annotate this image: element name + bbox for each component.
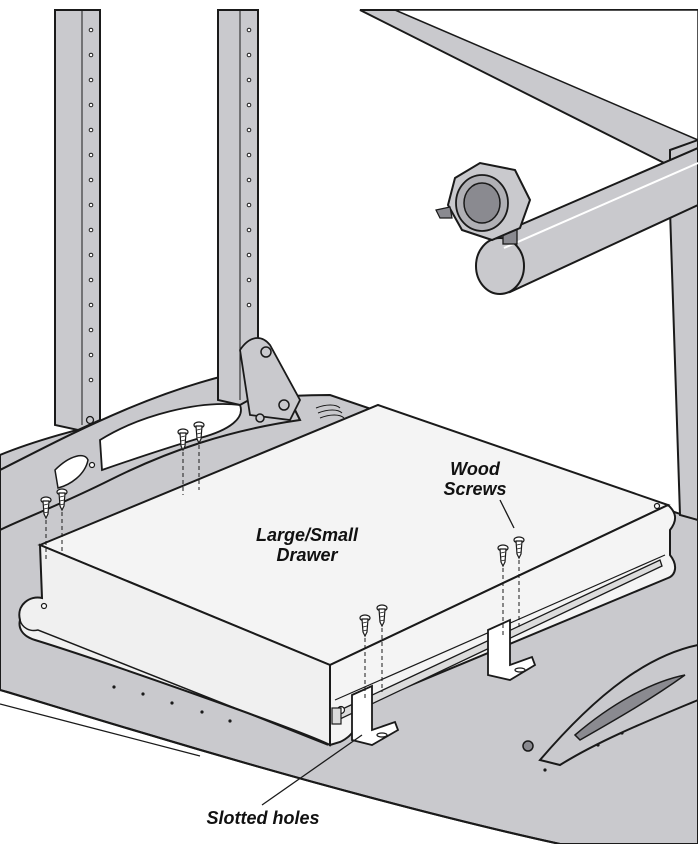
left-post xyxy=(54,9,101,432)
drawer-hole-left xyxy=(40,602,48,610)
upper-right-frame-inner xyxy=(394,9,698,141)
slotted-bracket-2 xyxy=(487,618,537,681)
base-front-edge xyxy=(0,689,561,844)
base-right-slot xyxy=(573,674,686,741)
tube-bar-end xyxy=(475,237,525,295)
middle-post-holes xyxy=(246,27,252,308)
gusset-bolt-3 xyxy=(255,413,265,423)
left-post-bolt xyxy=(85,415,95,425)
drawer-label-line1: Large/Small xyxy=(255,525,359,545)
drawer-latch xyxy=(331,707,342,725)
screw-guide-lines xyxy=(364,560,520,700)
drawer-hole-back xyxy=(653,502,661,510)
rear-screw-guide-lines xyxy=(45,445,200,560)
slotted-holes-label: Slotted holes xyxy=(168,808,358,828)
wood-label-line2: Screws xyxy=(443,479,507,499)
drawer-label: Large/Small Drawer xyxy=(232,525,382,565)
base-lower-lip xyxy=(0,703,201,757)
slotted-label-text: Slotted holes xyxy=(206,808,320,828)
slotted-leader-line xyxy=(261,734,363,806)
tube-highlight xyxy=(503,162,698,249)
left-arm-slot xyxy=(54,454,89,489)
left-arm-cutout xyxy=(99,403,242,472)
left-post-holes xyxy=(88,27,94,383)
caster-wheel-icon xyxy=(435,161,532,245)
gusset-bolt-2 xyxy=(278,399,290,411)
wood-leader-line xyxy=(499,499,515,529)
base-vents xyxy=(315,404,345,419)
drawer-label-line2: Drawer xyxy=(276,545,338,565)
wood-screws-label: Wood Screws xyxy=(420,459,530,499)
drawer-left-lip xyxy=(19,619,329,746)
gusset-bolt-1 xyxy=(260,346,272,358)
wood-label-line1: Wood xyxy=(450,459,500,479)
base-leg-hole xyxy=(522,740,534,752)
slotted-bracket-icon xyxy=(351,684,400,746)
left-arm-hole xyxy=(88,461,96,469)
